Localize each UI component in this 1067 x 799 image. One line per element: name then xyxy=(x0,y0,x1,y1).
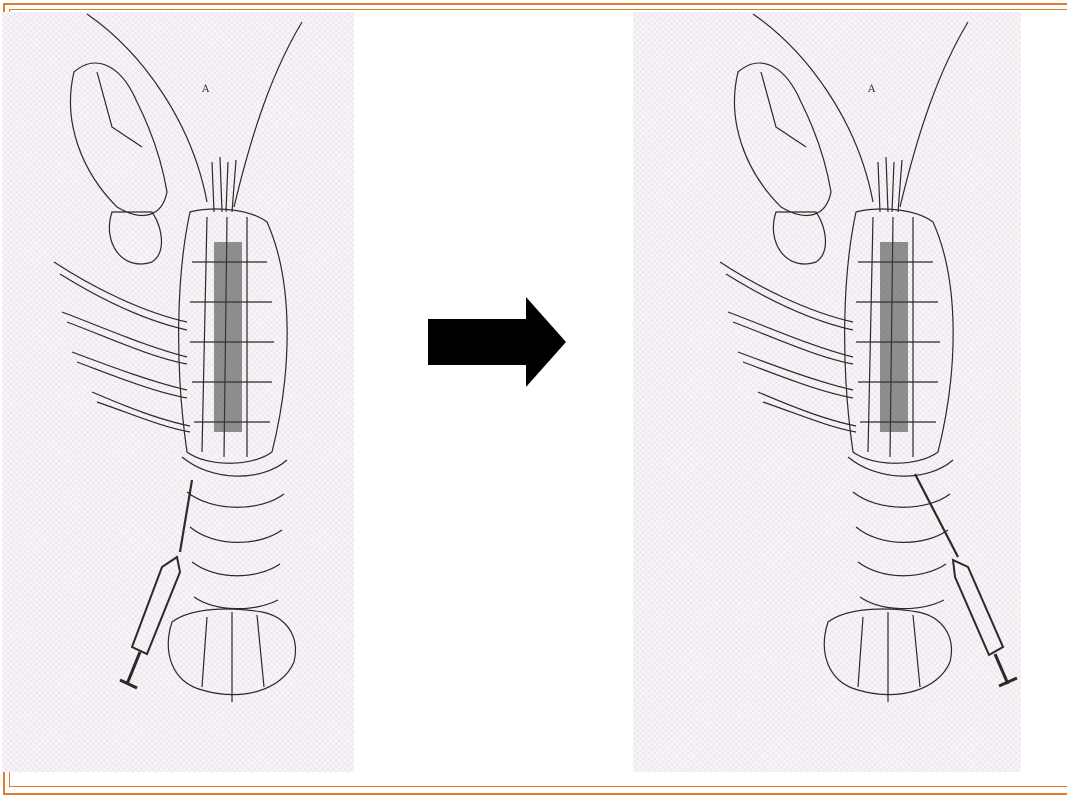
syringe-plunger xyxy=(127,652,140,684)
panel-letter-right: A xyxy=(867,84,876,95)
syringe-barrel xyxy=(132,557,180,654)
panel-letter-left: A xyxy=(201,84,210,95)
antenna-left xyxy=(87,14,207,202)
right-arrow-icon xyxy=(428,297,566,387)
syringe-needle xyxy=(180,480,192,552)
right-illustration-panel: A xyxy=(633,12,1021,772)
crayfish-illustration-right: A xyxy=(633,12,1021,772)
antenna-right xyxy=(234,22,302,207)
claw xyxy=(71,63,167,215)
left-illustration-panel: A xyxy=(2,12,354,772)
crayfish-illustration-left: A xyxy=(2,12,354,772)
